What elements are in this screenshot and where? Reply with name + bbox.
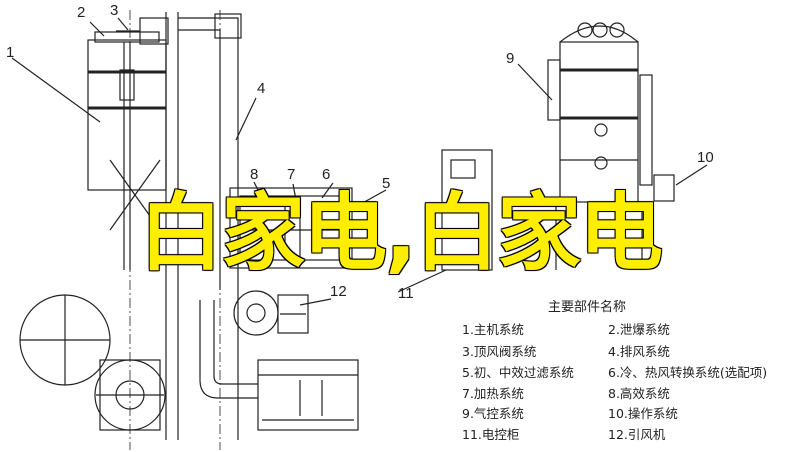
overlay-watermark-text: 白家电,白家电 <box>139 184 663 282</box>
callout-10: 10 <box>697 149 714 166</box>
right-machine <box>547 22 675 270</box>
callout-4: 4 <box>257 80 266 97</box>
callout-1: 1 <box>6 44 15 61</box>
legend-item: 12.引风机 <box>608 427 666 442</box>
callout-12: 12 <box>330 283 347 300</box>
legend-item: 2.泄爆系统 <box>608 322 670 337</box>
legend-item: 9.气控系统 <box>462 406 524 421</box>
callout-5: 5 <box>382 175 391 192</box>
legend-item: 10.操作系统 <box>608 406 678 421</box>
callout-9: 9 <box>506 50 515 67</box>
callout-8: 8 <box>250 166 259 183</box>
callout-7: 7 <box>287 166 296 183</box>
legend-item: 5.初、中效过滤系统 <box>462 365 574 380</box>
callout-2: 2 <box>77 4 86 21</box>
legend-item: 1.主机系统 <box>462 322 524 337</box>
legend-title: 主要部件名称 <box>548 300 627 315</box>
callout-11: 11 <box>398 285 414 302</box>
fan <box>233 290 309 336</box>
callout-3: 3 <box>110 2 119 19</box>
legend-item: 6.冷、热风转换系统(选配项) <box>608 365 768 380</box>
legend-item: 11.电控柜 <box>462 427 520 442</box>
legend-item: 4.排风系统 <box>608 344 670 359</box>
callout-6: 6 <box>322 166 331 183</box>
legend-item: 8.高效系统 <box>608 386 670 401</box>
legend-item: 7.加热系统 <box>462 386 524 401</box>
legend-item: 3.顶风阀系统 <box>462 344 537 359</box>
